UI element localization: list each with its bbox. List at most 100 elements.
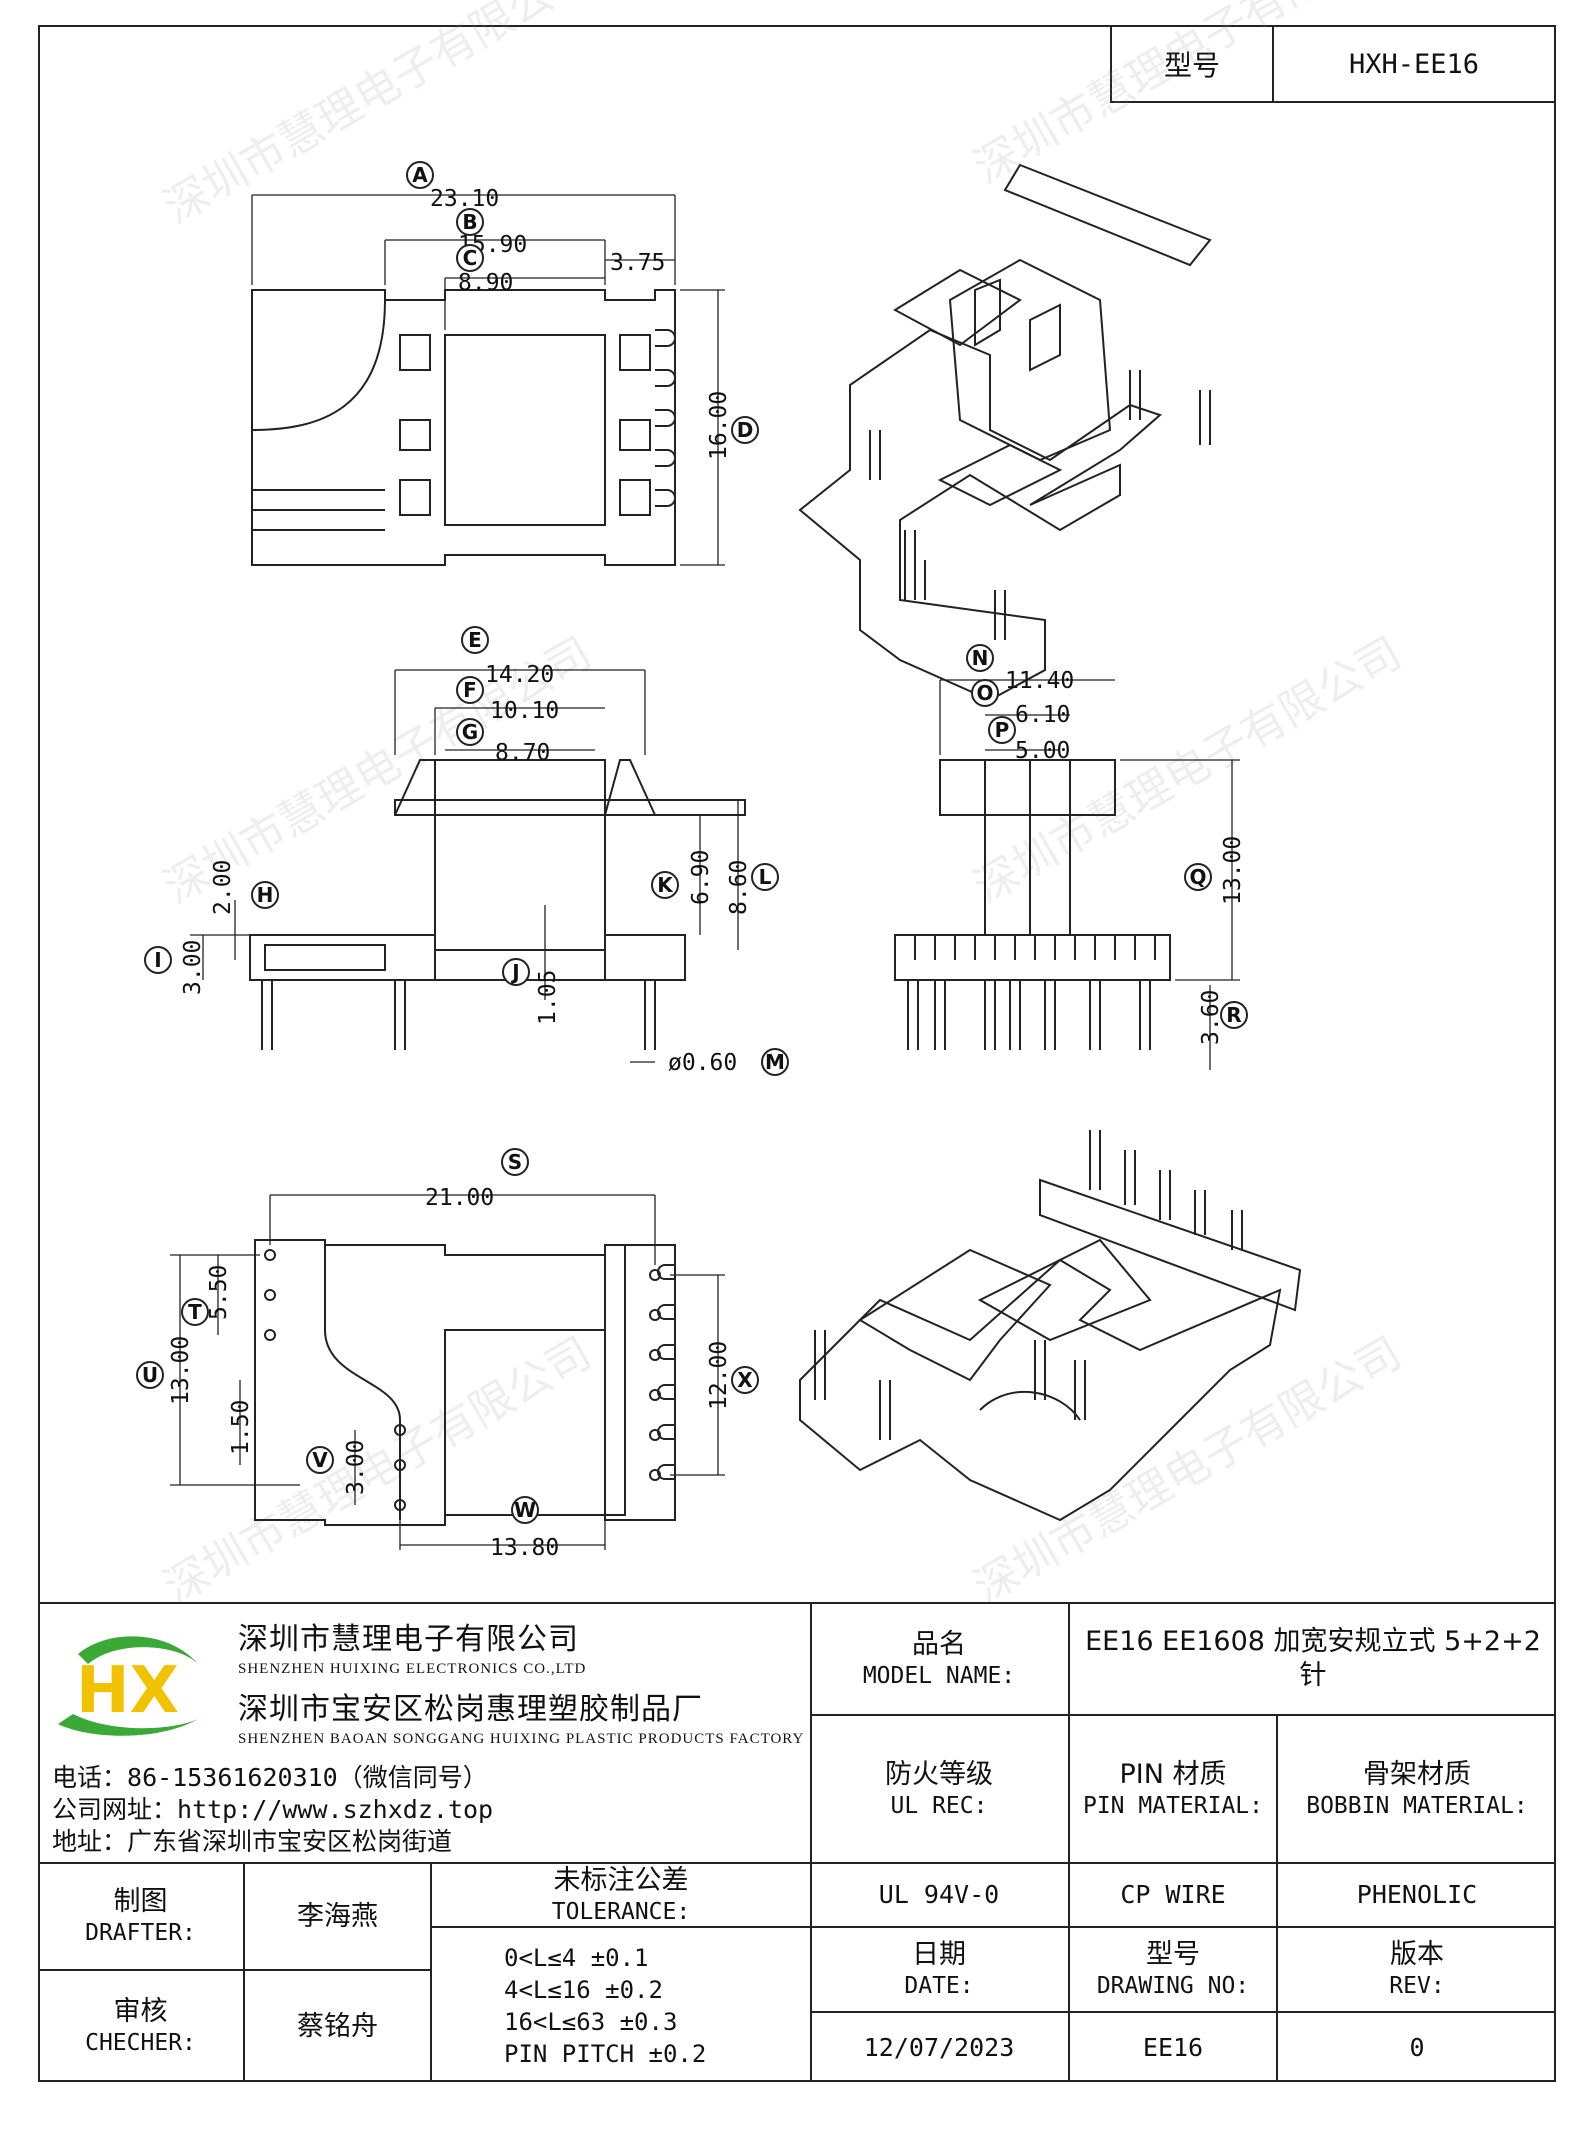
svg-text:W: W	[514, 1498, 536, 1522]
dim-f: 10.10	[490, 698, 559, 724]
checker-value: 蔡铭舟	[297, 2010, 378, 2042]
dim-c: 8.90	[458, 270, 513, 296]
model-name-header: 品名 MODEL NAME:	[862, 1628, 1016, 1689]
svg-text:HX: HX	[76, 1654, 179, 1728]
title-block: HX 深圳市慧理电子有限公司 SHENZHEN HUIXING ELECTRON…	[38, 1602, 1556, 2082]
dim-s: 21.00	[425, 1185, 494, 1211]
svg-text:D: D	[737, 418, 754, 442]
phone-value: 86-15361620310（微信同号）	[127, 1763, 488, 1792]
top-view	[251, 289, 676, 566]
dim-v: 3.00	[343, 1440, 369, 1495]
svg-text:G: G	[462, 720, 478, 744]
dimension-tags	[136, 161, 1248, 1524]
rev-value: 0	[1409, 2032, 1425, 2062]
dim-d: 16.00	[706, 391, 732, 460]
svg-text:B: B	[462, 210, 477, 234]
type-label: 型号	[1112, 27, 1274, 101]
svg-text:H: H	[257, 883, 274, 907]
svg-text:U: U	[142, 1363, 158, 1387]
drawing-no-header: 型号 DRAWING NO:	[1096, 1939, 1250, 1999]
company-name-en-2: SHENZHEN BAOAN SONGGANG HUIXING PLASTIC …	[238, 1731, 805, 1747]
type-value: HXH-EE16	[1348, 48, 1480, 80]
dim-q: 13.00	[1220, 836, 1246, 905]
svg-text:P: P	[995, 718, 1010, 742]
company-logo: HX	[58, 1636, 198, 1736]
svg-text:R: R	[1226, 1003, 1241, 1027]
svg-text:V: V	[312, 1448, 328, 1472]
dim-a: 23.10	[430, 186, 499, 212]
dim-u2: 1.50	[228, 1400, 254, 1455]
company-name-1: 深圳市慧理电子有限公司	[238, 1622, 579, 1657]
ul-rec-header: 防火等级 UL REC:	[885, 1758, 993, 1819]
tolerance-row: 16<L≤63 ±0.3	[504, 2008, 678, 2036]
tolerance-header: 未标注公差 TOLERANCE:	[551, 1864, 691, 1925]
dim-n: 11.40	[1005, 668, 1074, 694]
svg-text:L: L	[759, 865, 772, 889]
dim-g: 8.70	[495, 740, 550, 766]
company-name-2: 深圳市宝安区松岗惠理塑胶制品厂	[238, 1692, 703, 1727]
dim-o: 6.10	[1015, 702, 1070, 728]
rev-header: 版本 REV:	[1389, 1939, 1445, 1999]
dim-r: 3.60	[1198, 990, 1224, 1045]
type-box: 型号 HXH-EE16	[1110, 25, 1556, 103]
svg-text:C: C	[463, 246, 478, 270]
svg-text:F: F	[463, 678, 477, 702]
address-value: 广东省深圳市宝安区松岗街道	[127, 1827, 453, 1856]
dim-i: 3.00	[180, 940, 206, 995]
svg-text:O: O	[976, 681, 993, 705]
svg-text:A: A	[412, 163, 428, 187]
pin-material-header: PIN 材质 PIN MATERIAL:	[1082, 1758, 1263, 1819]
drawing-sheet-border	[38, 25, 1556, 2082]
front-view-dimensions	[190, 669, 745, 1063]
tolerance-list: 0<L≤4 ±0.1 4<L≤16 ±0.2 16<L≤63 ±0.3 PIN …	[504, 1942, 706, 2070]
company-names: 深圳市慧理电子有限公司 SHENZHEN HUIXING ELECTRONICS…	[238, 1614, 804, 1754]
svg-text:E: E	[468, 628, 482, 652]
dim-k: 6.90	[688, 850, 714, 905]
bottom-view-dimensions	[170, 1194, 725, 1550]
dim-t: 5.50	[206, 1265, 232, 1320]
date-header: 日期 DATE:	[904, 1939, 974, 1999]
date-value: 12/07/2023	[863, 2032, 1015, 2062]
dim-c2: 3.75	[610, 250, 665, 276]
svg-text:I: I	[154, 948, 161, 972]
tolerance-row: PIN PITCH ±0.2	[504, 2040, 707, 2068]
address-label: 地址：	[52, 1827, 128, 1856]
svg-text:Q: Q	[1189, 865, 1206, 889]
dim-u: 13.00	[168, 1336, 194, 1405]
contact-info: 电话：86-15361620310（微信同号） 公司网址：http://www.…	[52, 1762, 493, 1858]
company-name-en-1: SHENZHEN HUIXING ELECTRONICS CO.,LTD	[238, 1661, 587, 1677]
drawing-no-value: EE16	[1142, 2032, 1204, 2062]
dim-m: ø0.60	[668, 1050, 737, 1076]
front-view	[249, 759, 746, 1050]
tolerance-row: 4<L≤16 ±0.2	[504, 1976, 663, 2004]
side-view	[894, 759, 1171, 1050]
web-link[interactable]: http://www.szhxdz.top	[177, 1795, 494, 1824]
model-name-value: EE16 EE1608 加宽安规立式 5+2+2 针	[1085, 1626, 1541, 1691]
dimension-labels: 23.10 15.90 8.90 3.75 16.00 14.20 10.10 …	[168, 186, 1246, 1561]
svg-text:X: X	[737, 1368, 753, 1392]
dim-p: 5.00	[1015, 738, 1070, 764]
dim-l: 8.60	[726, 860, 752, 915]
dim-h: 2.00	[210, 860, 236, 915]
web-label: 公司网址：	[52, 1795, 178, 1824]
isometric-view-bottom	[799, 1130, 1302, 1522]
dim-w: 13.80	[490, 1535, 559, 1561]
dim-x: 12.00	[706, 1341, 732, 1410]
svg-text:J: J	[510, 960, 519, 984]
isometric-view-top	[798, 163, 1212, 702]
bobbin-material-header: 骨架材质 BOBBIN MATERIAL:	[1306, 1758, 1528, 1819]
dim-e: 14.20	[485, 662, 554, 688]
svg-text:N: N	[972, 646, 989, 670]
svg-text:K: K	[657, 873, 674, 897]
technical-drawing: 23.10 15.90 8.90 3.75 16.00 14.20 10.10 …	[136, 161, 1302, 1561]
bobbin-material-value: PHENOLIC	[1356, 1880, 1478, 1910]
pin-material-value: CP WIRE	[1120, 1880, 1226, 1910]
checker-header: 审核 CHECHER:	[85, 1996, 196, 2056]
tolerance-row: 0<L≤4 ±0.1	[504, 1944, 649, 1972]
dim-j: 1.05	[535, 970, 561, 1025]
drafter-value: 李海燕	[297, 1900, 378, 1932]
ul-rec-value: UL 94V-0	[878, 1880, 1000, 1910]
top-view-dimensions	[251, 194, 725, 566]
phone-label: 电话：	[52, 1763, 128, 1792]
